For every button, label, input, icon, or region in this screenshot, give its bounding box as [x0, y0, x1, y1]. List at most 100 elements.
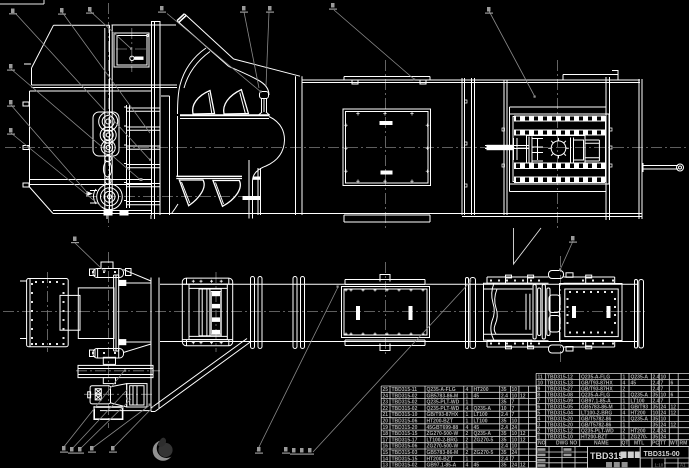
- svg-text:9: 9: [538, 386, 541, 392]
- svg-text:24: 24: [661, 411, 667, 417]
- svg-text:2: 2: [466, 437, 469, 443]
- svg-text:3: 3: [538, 423, 541, 429]
- svg-text:7: 7: [512, 406, 515, 412]
- svg-text:35: 35: [653, 435, 659, 441]
- svg-text:TBD315-03: TBD315-03: [392, 450, 418, 456]
- svg-text:1: 1: [466, 393, 469, 399]
- svg-text:45: 45: [631, 380, 637, 386]
- svg-text:1: 1: [538, 435, 541, 441]
- svg-text:TBD315-15: TBD315-15: [392, 456, 418, 462]
- svg-text:35: 35: [501, 419, 507, 425]
- svg-text:24: 24: [512, 450, 518, 456]
- svg-text:LT100: LT100: [474, 419, 488, 425]
- svg-text:16: 16: [383, 444, 389, 450]
- svg-text:2.4: 2.4: [653, 429, 660, 435]
- svg-text:7: 7: [512, 412, 515, 418]
- svg-text:10: 10: [538, 380, 544, 386]
- svg-text:35: 35: [501, 431, 507, 437]
- svg-text:7: 7: [512, 400, 515, 406]
- svg-text:35: 35: [501, 400, 507, 406]
- svg-text:24: 24: [512, 425, 518, 431]
- svg-text:21: 21: [383, 412, 389, 418]
- svg-text:35: 35: [653, 417, 659, 423]
- svg-text:DWG NO: DWG NO: [556, 441, 577, 447]
- svg-text:1: 1: [466, 412, 469, 418]
- svg-text:TBD315-10: TBD315-10: [547, 435, 573, 441]
- svg-text:Q235-A: Q235-A: [631, 392, 649, 398]
- svg-text:1: 1: [623, 374, 626, 380]
- svg-text:NAME: NAME: [594, 441, 609, 447]
- svg-text:45: 45: [474, 393, 480, 399]
- svg-text:Q235-A-FLG: Q235-A-FLG: [581, 392, 610, 398]
- svg-text:2.4: 2.4: [501, 393, 508, 399]
- svg-text:10: 10: [512, 431, 518, 437]
- svg-text:17: 17: [383, 437, 389, 443]
- svg-text:ZG270-500-W: ZG270-500-W: [427, 444, 459, 450]
- svg-text:MTL: MTL: [634, 441, 644, 447]
- svg-text:Q235-A: Q235-A: [474, 406, 492, 412]
- svg-text:4: 4: [538, 417, 541, 423]
- svg-text:12: 12: [671, 404, 677, 410]
- svg-text:ZG270-500-W: ZG270-500-W: [427, 431, 459, 437]
- svg-text:7: 7: [512, 456, 515, 462]
- svg-text:12: 12: [520, 431, 526, 437]
- svg-text:15: 15: [383, 450, 389, 456]
- svg-text:6: 6: [538, 404, 541, 410]
- svg-text:10: 10: [512, 393, 518, 399]
- svg-text:ZG270-: ZG270-: [631, 435, 648, 441]
- svg-text:2.4: 2.4: [653, 380, 660, 386]
- svg-text:14: 14: [383, 456, 389, 462]
- svg-text:2.4: 2.4: [653, 386, 660, 392]
- svg-text:10: 10: [661, 417, 667, 423]
- svg-text:QT: QT: [622, 441, 629, 447]
- svg-text:25: 25: [383, 387, 389, 393]
- svg-text:HT200: HT200: [631, 411, 646, 417]
- svg-text:10: 10: [661, 392, 667, 398]
- svg-text:18: 18: [383, 431, 389, 437]
- svg-text:HT200: HT200: [631, 429, 646, 435]
- svg-text:TBD315-02: TBD315-02: [392, 393, 418, 399]
- svg-text:HT200-BZT: HT200-BZT: [581, 435, 607, 441]
- svg-text:13: 13: [383, 463, 389, 468]
- svg-text:TBD315-06: TBD315-06: [392, 444, 418, 450]
- svg-text:24: 24: [661, 423, 667, 429]
- svg-text:TBD315-05: TBD315-05: [547, 404, 573, 410]
- svg-text:PC: PC: [652, 441, 659, 447]
- svg-text:1: 1: [623, 423, 626, 429]
- svg-text:2: 2: [623, 386, 626, 392]
- svg-text:TBD315-15: TBD315-15: [392, 431, 418, 437]
- svg-text:TBD315-20: TBD315-20: [392, 425, 418, 431]
- svg-text:2.4: 2.4: [501, 425, 508, 431]
- svg-text:20: 20: [383, 419, 389, 425]
- svg-text:12: 12: [520, 437, 526, 443]
- svg-text:1: 1: [466, 400, 469, 406]
- svg-text:TBD315-13: TBD315-13: [547, 380, 573, 386]
- svg-text:TBD315-08: TBD315-08: [547, 392, 573, 398]
- svg-text:11: 11: [538, 374, 544, 380]
- svg-text:LT100: LT100: [631, 398, 645, 404]
- svg-text:10: 10: [512, 444, 518, 450]
- svg-text:NO: NO: [538, 441, 546, 447]
- svg-text:2.4: 2.4: [653, 374, 660, 380]
- svg-text:4: 4: [623, 411, 626, 417]
- svg-text:7: 7: [538, 398, 541, 404]
- svg-text:Q235-A-FLG: Q235-A-FLG: [427, 387, 456, 393]
- svg-text:1: 1: [466, 456, 469, 462]
- svg-text:TBD315-02: TBD315-02: [392, 463, 418, 468]
- svg-text:LT100-2-BRG: LT100-2-BRG: [427, 437, 458, 443]
- svg-text:12: 12: [671, 411, 677, 417]
- svg-text:TBD315-00: TBD315-00: [644, 451, 680, 458]
- svg-text:6: 6: [671, 380, 674, 386]
- svg-text:35: 35: [653, 404, 659, 410]
- svg-text:6: 6: [671, 392, 674, 398]
- svg-text:Q235-PLT-WD: Q235-PLT-WD: [427, 406, 460, 412]
- svg-text:2.4: 2.4: [501, 412, 508, 418]
- svg-text:35: 35: [501, 450, 507, 456]
- svg-text:45: 45: [474, 463, 480, 468]
- svg-text:4: 4: [466, 463, 469, 468]
- svg-text:35: 35: [501, 387, 507, 393]
- svg-text:2.4: 2.4: [501, 444, 508, 450]
- svg-text:10: 10: [661, 374, 667, 380]
- svg-text:7: 7: [661, 386, 664, 392]
- svg-text:TT: TT: [660, 441, 666, 447]
